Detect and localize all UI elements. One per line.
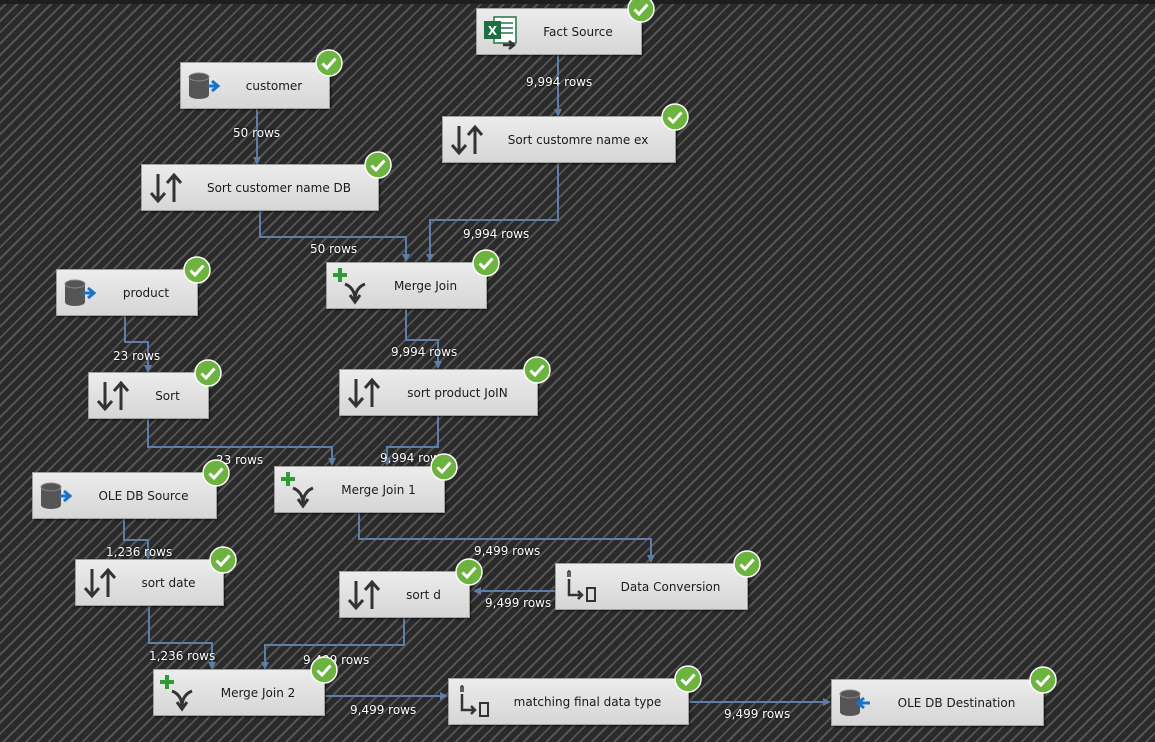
- row-count-label: 50 rows: [310, 242, 358, 256]
- database-source-icon: [185, 66, 225, 106]
- flow-path: [358, 513, 655, 563]
- data-conversion-icon: [560, 567, 600, 607]
- merge-join-icon: [279, 470, 319, 510]
- success-check-icon: [661, 103, 689, 131]
- node-label: sort date: [141, 575, 196, 590]
- merge-join-icon: [331, 266, 371, 306]
- row-count-label: 9,994 rows: [526, 75, 593, 89]
- node-label: sort product JoIN: [407, 385, 508, 400]
- node-label: sort d: [406, 587, 441, 602]
- node-label: Merge Join 2: [220, 685, 296, 700]
- node-label: product: [122, 285, 170, 300]
- ole-db-destination-node[interactable]: OLE DB Destination: [831, 666, 1057, 726]
- success-check-icon: [674, 665, 702, 693]
- matching-final-data-type-node[interactable]: matching final data type: [448, 665, 702, 725]
- flow-path: [123, 518, 152, 560]
- success-check-icon: [1029, 666, 1057, 694]
- node-label: Sort: [155, 388, 180, 403]
- node-label: OLE DB Destination: [897, 695, 1016, 710]
- row-count-label: 9,499 rows: [474, 544, 541, 558]
- sort-d-node[interactable]: sort d: [339, 558, 483, 618]
- sort-icon: [447, 120, 487, 160]
- database-destination-icon: [836, 683, 876, 723]
- row-count-label: 9,499 rows: [350, 703, 417, 717]
- flow-path: [147, 418, 336, 466]
- flow-path: [261, 617, 405, 670]
- row-count-label: 9,499 rows: [724, 707, 791, 721]
- sort-date-node[interactable]: sort date: [75, 546, 237, 606]
- sort-icon: [146, 168, 186, 208]
- merge-join-2-node[interactable]: Merge Join 2: [153, 656, 338, 716]
- row-count-label: 9,994 rows: [463, 227, 530, 241]
- excel-source-icon: X: [481, 12, 521, 52]
- flow-path: [259, 210, 410, 262]
- row-count-label: 50 rows: [233, 126, 281, 140]
- sort-customer-name-db-node[interactable]: Sort customer name DB: [141, 151, 392, 211]
- success-check-icon: [315, 49, 343, 77]
- data-conversion-icon: [453, 682, 493, 722]
- customer-source-node[interactable]: customer: [180, 49, 343, 109]
- database-source-icon: [37, 476, 77, 516]
- success-check-icon: [430, 453, 458, 481]
- product-source-node[interactable]: product: [56, 256, 211, 316]
- node-label: Fact Source: [543, 24, 613, 39]
- success-check-icon: [310, 656, 338, 684]
- merge-join-node[interactable]: Merge Join: [326, 249, 500, 309]
- data-conversion-node[interactable]: Data Conversion: [555, 550, 761, 610]
- node-label: Merge Join 1: [341, 482, 416, 497]
- sort-icon: [344, 575, 384, 615]
- merge-join-1-node[interactable]: Merge Join 1: [274, 453, 458, 513]
- flow-path: [405, 308, 442, 369]
- fact-source-node[interactable]: X Fact Source: [476, 0, 655, 55]
- row-count-label: 1,236 rows: [106, 545, 173, 559]
- success-check-icon: [202, 459, 230, 487]
- row-count-label: 9,499 rows: [485, 596, 552, 610]
- success-check-icon: [209, 546, 237, 574]
- row-count-label: 9,994 rows: [380, 451, 447, 465]
- node-label: Sort customer name DB: [206, 180, 352, 195]
- merge-join-icon: [158, 673, 198, 713]
- row-count-label: 23 rows: [216, 453, 264, 467]
- success-check-icon: [523, 356, 551, 384]
- success-check-icon: [364, 151, 392, 179]
- row-count-label: 9,994 rows: [391, 345, 458, 359]
- sort-icon: [93, 376, 133, 416]
- success-check-icon: [183, 256, 211, 284]
- success-check-icon: [455, 558, 483, 586]
- sort-product-join-node[interactable]: sort product JoIN: [339, 356, 551, 416]
- success-check-icon: [733, 550, 761, 578]
- database-source-icon: [61, 273, 101, 313]
- sort-icon: [80, 563, 120, 603]
- node-label: Sort customre name ex: [507, 132, 649, 147]
- node-label: OLE DB Source: [98, 488, 189, 503]
- sort-node[interactable]: Sort: [88, 359, 222, 419]
- success-check-icon: [627, 0, 655, 23]
- success-check-icon: [194, 359, 222, 387]
- flow-path: [148, 605, 216, 670]
- row-count-label: 1,236 rows: [149, 649, 216, 663]
- svg-text:X: X: [488, 24, 498, 38]
- success-check-icon: [472, 249, 500, 277]
- flow-path: [124, 315, 152, 373]
- node-label: Merge Join: [393, 278, 458, 293]
- sort-icon: [344, 373, 384, 413]
- flow-path: [383, 416, 439, 466]
- node-label: Data Conversion: [620, 579, 721, 594]
- flow-path: [426, 162, 559, 262]
- window-top-border: [0, 0, 1155, 4]
- ole-db-source-node[interactable]: OLE DB Source: [32, 459, 230, 519]
- sort-customre-name-ex-node[interactable]: Sort customre name ex: [442, 103, 689, 163]
- node-label: matching final data type: [513, 694, 662, 709]
- row-count-label: 23 rows: [113, 349, 161, 363]
- node-label: customer: [245, 78, 303, 93]
